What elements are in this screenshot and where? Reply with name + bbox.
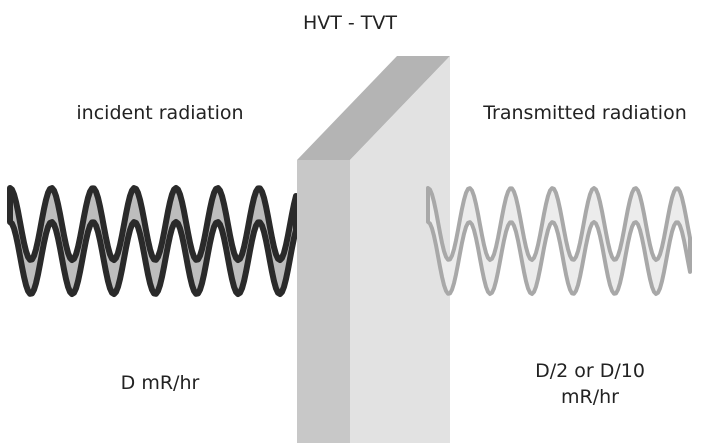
diagram-title: HVT - TVT <box>302 12 398 34</box>
transmitted-dose-rate: D/2 or D/10 mR/hr <box>490 358 690 410</box>
transmitted-dose-rate-line1: D/2 or D/10 <box>535 360 645 382</box>
barrier-front-face <box>350 56 450 443</box>
incident-wave <box>7 185 299 297</box>
barrier-top-face <box>297 56 450 160</box>
incident-radiation-label: incident radiation <box>76 102 244 124</box>
transmitted-wave <box>426 186 692 296</box>
transmitted-dose-rate-line2: mR/hr <box>561 386 619 408</box>
incident-dose-rate: D mR/hr <box>120 372 200 394</box>
barrier-block <box>297 56 450 443</box>
barrier-side-face <box>297 160 350 443</box>
transmitted-radiation-label: Transmitted radiation <box>483 102 687 124</box>
